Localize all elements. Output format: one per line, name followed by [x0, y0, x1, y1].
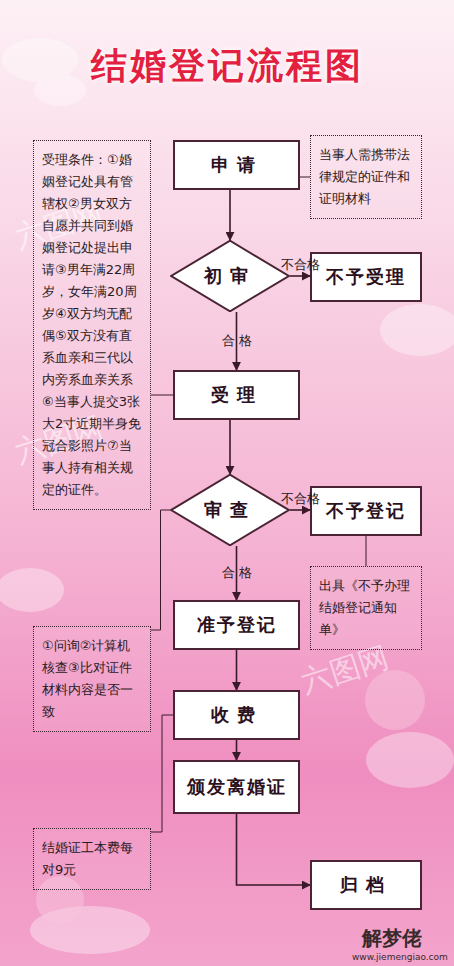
decision-diamond: 初审 [170, 240, 290, 312]
decision-diamond: 审查 [170, 474, 290, 546]
flow-arrow [236, 740, 238, 760]
note-box: ①问询②计算机核查③比对证件材料内容是否一致 [33, 626, 151, 732]
watermark-text: www.jiemengiao.com [352, 952, 448, 962]
process-box: 颁发离婚证 [173, 760, 300, 814]
note-text: 受理条件：①婚姻登记处具有管辖权②男女双方自愿并共同到婚姻登记处提出申请③男年满… [42, 149, 142, 501]
note-text: 出具《不予办理结婚登记通知单》 [319, 575, 413, 641]
leader-line [366, 536, 367, 566]
node-label: 不予登记 [326, 499, 406, 523]
process-box: 申请 [173, 140, 300, 190]
note-text: 当事人需携带法律规定的证件和证明材料 [319, 144, 413, 210]
node-label: 归档 [340, 873, 392, 897]
node-label: 收费 [211, 703, 263, 727]
node-label: 颁发离婚证 [187, 775, 287, 799]
flow-arrow [237, 814, 311, 885]
watermark-text: 解梦佬 [362, 925, 422, 952]
flow-arrow [290, 275, 310, 277]
process-box: 收费 [173, 690, 300, 740]
process-box: 归档 [310, 860, 422, 910]
node-label: 准予登记 [197, 613, 277, 637]
leader-line [151, 510, 170, 630]
note-box: 当事人需携带法律规定的证件和证明材料 [310, 135, 422, 219]
leader-line [300, 177, 310, 178]
note-text: 结婚证工本费每对9元 [42, 837, 142, 881]
flow-arrow [229, 420, 231, 474]
note-box: 出具《不予办理结婚登记通知单》 [310, 566, 422, 650]
node-label: 受理 [211, 383, 263, 407]
note-box: 受理条件：①婚姻登记处具有管辖权②男女双方自愿并共同到婚姻登记处提出申请③男年满… [33, 140, 151, 510]
node-label: 初审 [204, 264, 256, 288]
process-box: 受理 [173, 370, 300, 420]
leader-line [151, 715, 173, 832]
leader-line [151, 395, 173, 396]
edge-label: 不合格 [281, 490, 320, 508]
note-text: ①问询②计算机核查③比对证件材料内容是否一致 [42, 635, 142, 723]
flow-arrow [290, 509, 310, 511]
node-label: 不予受理 [326, 265, 406, 289]
process-box: 不予受理 [310, 252, 422, 302]
flow-arrow [229, 190, 231, 240]
diagram-title: 结婚登记流程图 [0, 42, 454, 91]
edge-label: 合 格 [222, 564, 252, 582]
edge-label: 合 格 [222, 332, 252, 350]
node-label: 审查 [204, 498, 256, 522]
flow-arrow [236, 650, 238, 690]
note-box: 结婚证工本费每对9元 [33, 828, 151, 890]
edge-label: 不合格 [281, 256, 320, 274]
node-label: 申请 [211, 153, 263, 177]
process-box: 准予登记 [173, 600, 300, 650]
process-box: 不予登记 [310, 486, 422, 536]
